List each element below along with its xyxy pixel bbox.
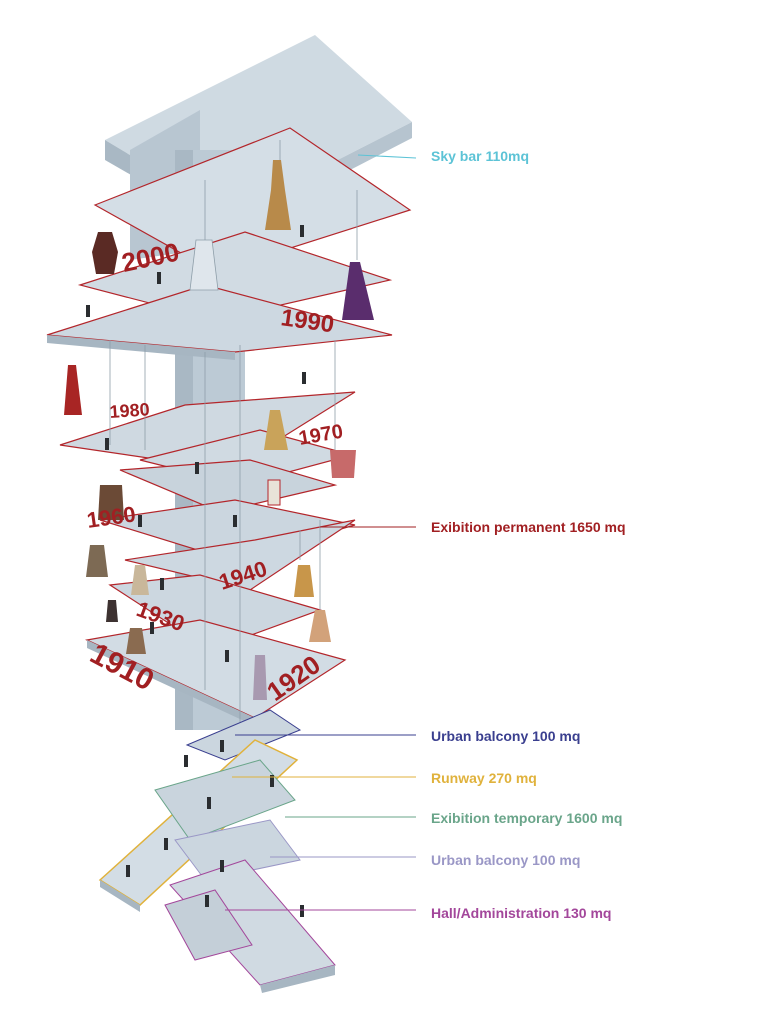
garment-icon: [342, 262, 374, 320]
people-figures: [86, 225, 306, 917]
callout-hall-administration: Hall/Administration 130 mq: [431, 905, 612, 921]
garment-icon: [253, 655, 267, 700]
callout-urban-balcony-lower: Urban balcony 100 mq: [431, 852, 581, 868]
callout-sky-bar: Sky bar 110mq: [431, 148, 530, 164]
leader-lines: [225, 154, 417, 911]
exhibition-slabs: [46, 127, 412, 726]
garment-icon: [265, 160, 291, 230]
garment-icon: [92, 232, 118, 274]
hanging-cables: [109, 140, 358, 740]
callout-exhibition-temporary: Exibition temporary 1600 mq: [431, 810, 623, 826]
garment-icon: [86, 545, 108, 577]
garment-icon: [189, 239, 219, 291]
callout-exhibition-permanent: Exibition permanent 1650 mq: [431, 519, 626, 535]
garment-icon: [294, 565, 314, 597]
garment-icon: [309, 610, 331, 642]
lower-slabs: [98, 709, 336, 993]
mondrian-dress-icon: [267, 479, 281, 506]
garment-displays: [64, 160, 374, 700]
year-1980: 1980: [109, 399, 150, 422]
garment-icon: [106, 600, 118, 622]
garment-icon: [64, 365, 82, 415]
callout-urban-balcony-upper: Urban balcony 100 mq: [431, 728, 581, 744]
garment-icon: [126, 628, 146, 654]
garment-icon: [98, 485, 124, 520]
garment-icon: [330, 450, 356, 478]
garment-icon: [264, 410, 288, 450]
year-1970: 1970: [297, 421, 345, 450]
callout-runway: Runway 270 mq: [431, 770, 537, 786]
garment-icon: [131, 565, 149, 595]
